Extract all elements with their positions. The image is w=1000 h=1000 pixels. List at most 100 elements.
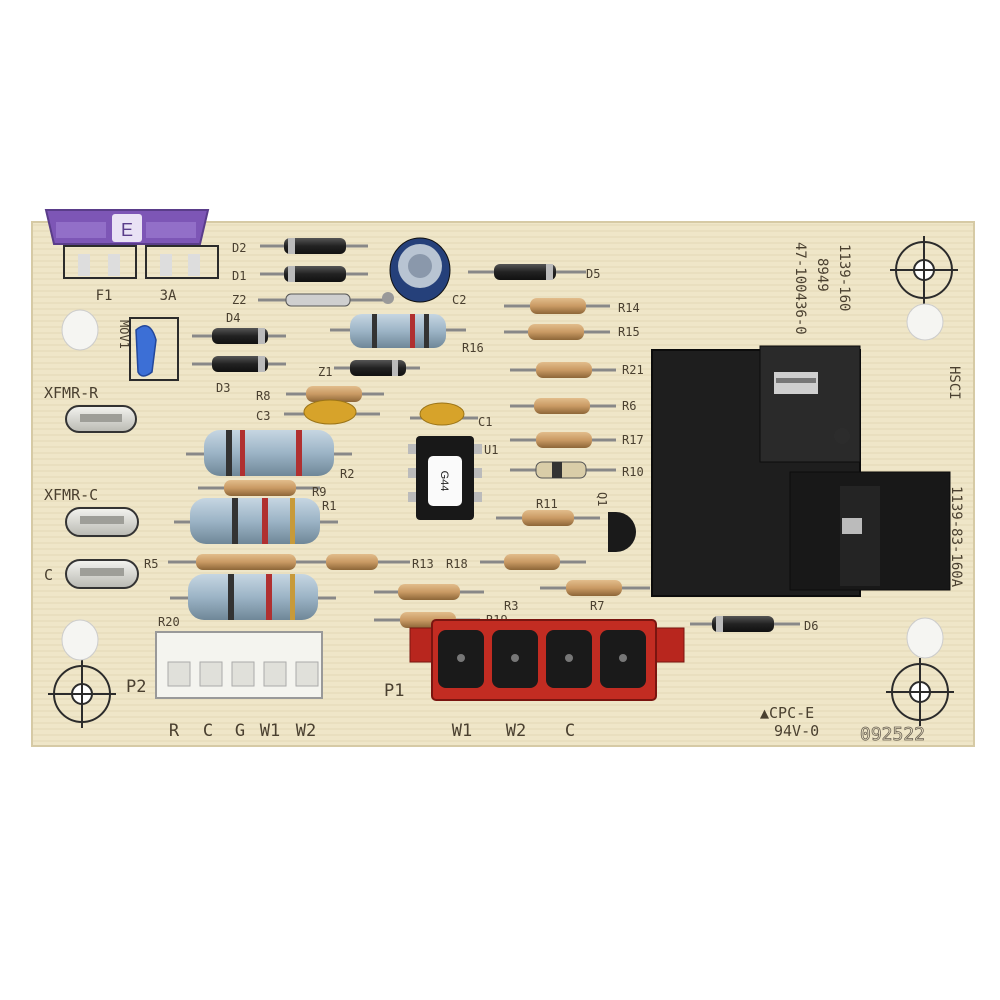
r17-label: R17: [622, 433, 644, 447]
resistor-r5: [168, 554, 316, 570]
part-number-1: 1139-160: [836, 244, 852, 311]
part-number-3: 47-100436-0: [792, 242, 808, 335]
p2-pin-w2: W2: [296, 721, 316, 741]
r2-label: R2: [340, 467, 354, 481]
r9-label: R9: [312, 485, 326, 499]
r3-label: R3: [504, 599, 518, 613]
p2-pin-g: G: [235, 721, 245, 741]
fuse-letter: E: [121, 220, 133, 240]
resistor-r8: [286, 386, 384, 402]
resistor-r7: [540, 580, 650, 596]
code-mark: 092522: [860, 724, 925, 745]
part-number-2: 8949: [814, 258, 830, 292]
transistor-q1: [608, 512, 636, 552]
fuse-ref: F1: [96, 288, 113, 304]
terminal-xfmr-c: [65, 507, 139, 537]
mov-varistor: [129, 317, 179, 381]
d1-label: D1: [232, 269, 246, 283]
rating-mark: 94V-0: [774, 722, 819, 740]
resistor-r17: [510, 432, 616, 448]
resistor-r1: [174, 498, 338, 544]
fuse-f1: E: [44, 209, 219, 279]
r10-label: R10: [622, 465, 644, 479]
p2-pin-r: R: [169, 721, 180, 741]
diode-d2: [260, 238, 368, 254]
r6-label: R6: [622, 399, 636, 413]
p2-pin-c: C: [203, 721, 213, 741]
terminal-xfmr-r: [65, 405, 137, 433]
diode-d6: [690, 616, 800, 632]
p2-label: P2: [126, 677, 146, 697]
r5-label: R5: [144, 557, 158, 571]
mounting-hole-top-right: [890, 236, 958, 304]
standoff: [906, 617, 944, 659]
resistor-r16: [330, 314, 466, 348]
capacitor-c2: [382, 237, 451, 304]
connector-p2: [155, 631, 323, 699]
c-label: C: [44, 566, 53, 584]
terminal-c: [65, 559, 139, 589]
d3-label: D3: [216, 381, 230, 395]
relay-part-number: 1139-83-160A: [948, 486, 964, 588]
resistor-r3: [374, 584, 484, 600]
ic-u1: G44: [408, 436, 482, 520]
d5-label: D5: [586, 267, 600, 281]
connector-p1: [409, 619, 685, 701]
p2-pin-w1: W1: [260, 721, 280, 741]
standoff: [61, 619, 99, 661]
resistor-r20: [170, 574, 336, 620]
p1-pin-w2: W2: [506, 721, 526, 741]
d4-label: D4: [226, 311, 240, 325]
resistor-r14: [504, 298, 610, 314]
standoff: [906, 303, 944, 341]
u1-label: U1: [484, 443, 498, 457]
p1-pin-w1: W1: [452, 721, 472, 741]
relay: [651, 345, 951, 597]
r8-label: R8: [256, 389, 270, 403]
p1-pin-c: C: [565, 721, 575, 741]
mov-label: MOV1: [117, 320, 131, 349]
zener-z1: [334, 360, 420, 376]
resistor-r6: [510, 398, 616, 414]
resistor-r13: [306, 554, 410, 570]
resistor-r18: [480, 554, 586, 570]
diode-r10: [510, 461, 616, 479]
r20-label: R20: [158, 615, 180, 629]
mounting-hole-bottom-left: [48, 660, 116, 728]
c3-label: C3: [256, 409, 270, 423]
r13-label: R13: [412, 557, 434, 571]
xfmr-r-label: XFMR-R: [44, 384, 99, 402]
resistor-r15: [504, 324, 610, 340]
r1-label: R1: [322, 499, 336, 513]
r21-label: R21: [622, 363, 644, 377]
q1-label: Q1: [595, 492, 609, 506]
diode-d5: [468, 264, 586, 280]
mounting-hole-bottom-right: [886, 658, 954, 726]
r15-label: R15: [618, 325, 640, 339]
r14-label: R14: [618, 301, 640, 315]
diode-d4: [192, 328, 286, 344]
p1-label: P1: [384, 681, 404, 701]
d6-label: D6: [804, 619, 818, 633]
z1-label: Z1: [318, 365, 332, 379]
xfmr-c-label: XFMR-C: [44, 486, 98, 504]
fuse-rating: 3A: [160, 288, 177, 304]
capacitor-c1: [410, 402, 478, 426]
resistor-r2: [186, 430, 352, 476]
diode-d3: [192, 356, 286, 372]
cpc-mark: ▲CPC-E: [760, 704, 814, 722]
standoff: [61, 309, 99, 351]
resistor-r21: [510, 362, 616, 378]
r16-label: R16: [462, 341, 484, 355]
z2-label: Z2: [232, 293, 246, 307]
r18-label: R18: [446, 557, 468, 571]
d2-label: D2: [232, 241, 246, 255]
r7-label: R7: [590, 599, 604, 613]
zener-z2: [258, 293, 384, 307]
resistor-r9: [198, 480, 320, 496]
c1-label: C1: [478, 415, 492, 429]
capacitor-c3: [284, 399, 380, 425]
ic-marking: G44: [438, 471, 450, 492]
c2-label: C2: [452, 293, 466, 307]
